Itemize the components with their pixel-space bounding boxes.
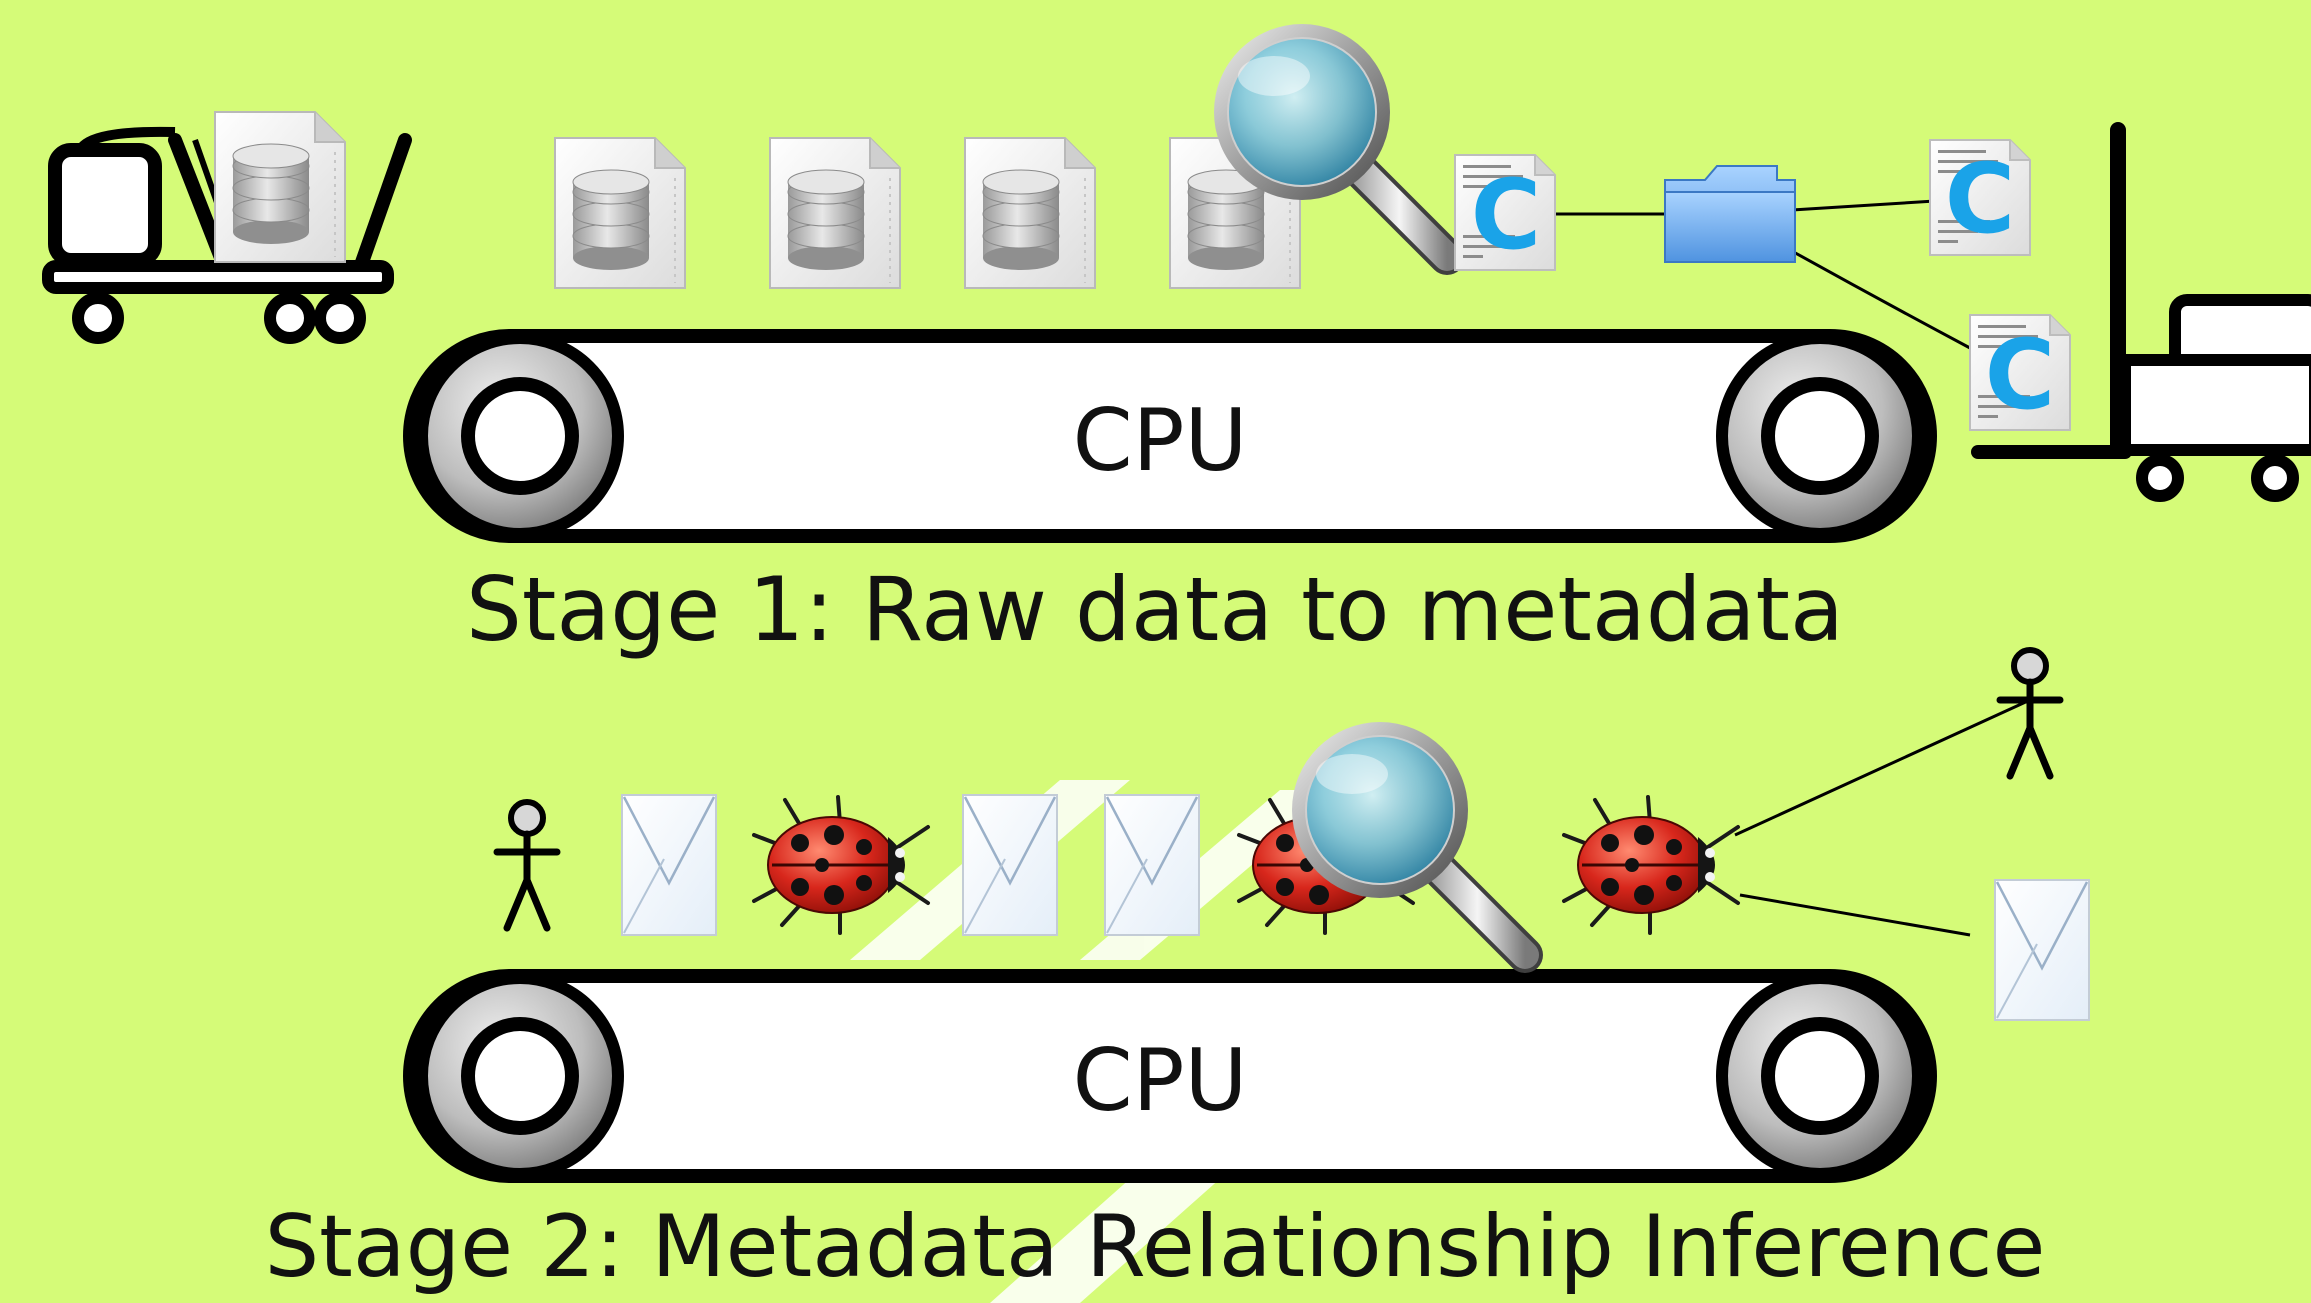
database-document-icon xyxy=(769,137,901,289)
hand-truck-icon xyxy=(42,126,412,344)
person-icon xyxy=(497,802,557,928)
stage-2: CPU xyxy=(403,650,2091,1183)
svg-text:C: C xyxy=(1471,159,1541,271)
folder-icon xyxy=(1664,165,1796,263)
envelope-icon xyxy=(620,793,718,937)
ladybug-icon xyxy=(752,795,930,935)
stage-2-caption: Stage 2: Metadata Relationship Inference xyxy=(265,1197,2046,1297)
svg-text:C: C xyxy=(1945,143,2015,255)
stage-1-caption: Stage 1: Raw data to metadata xyxy=(466,558,1844,661)
belt-label: CPU xyxy=(1073,1031,1248,1131)
envelope-icon xyxy=(1103,793,1201,937)
belt-label: CPU xyxy=(1073,391,1248,491)
relationship-graph xyxy=(1562,650,2091,1022)
conveyor-belt: CPU xyxy=(403,969,1937,1183)
conveyor-belt: CPU xyxy=(403,329,1937,543)
database-document-icon xyxy=(214,111,346,263)
database-document-icon xyxy=(964,137,1096,289)
forklift-icon xyxy=(1971,122,2311,502)
metadata-graph: C C C xyxy=(1454,139,2071,431)
database-document-icon xyxy=(554,137,686,289)
envelope-icon xyxy=(1993,878,2091,1022)
c-source-file-icon: C xyxy=(1969,314,2071,431)
c-source-file-icon: C xyxy=(1454,154,1556,271)
envelope-icon xyxy=(961,793,1059,937)
c-source-file-icon: C xyxy=(1929,139,2031,256)
ladybug-icon xyxy=(1562,795,1740,935)
svg-text:C: C xyxy=(1985,319,2055,431)
stage-1: CPU C C C xyxy=(42,24,2311,543)
person-icon xyxy=(2000,650,2060,776)
